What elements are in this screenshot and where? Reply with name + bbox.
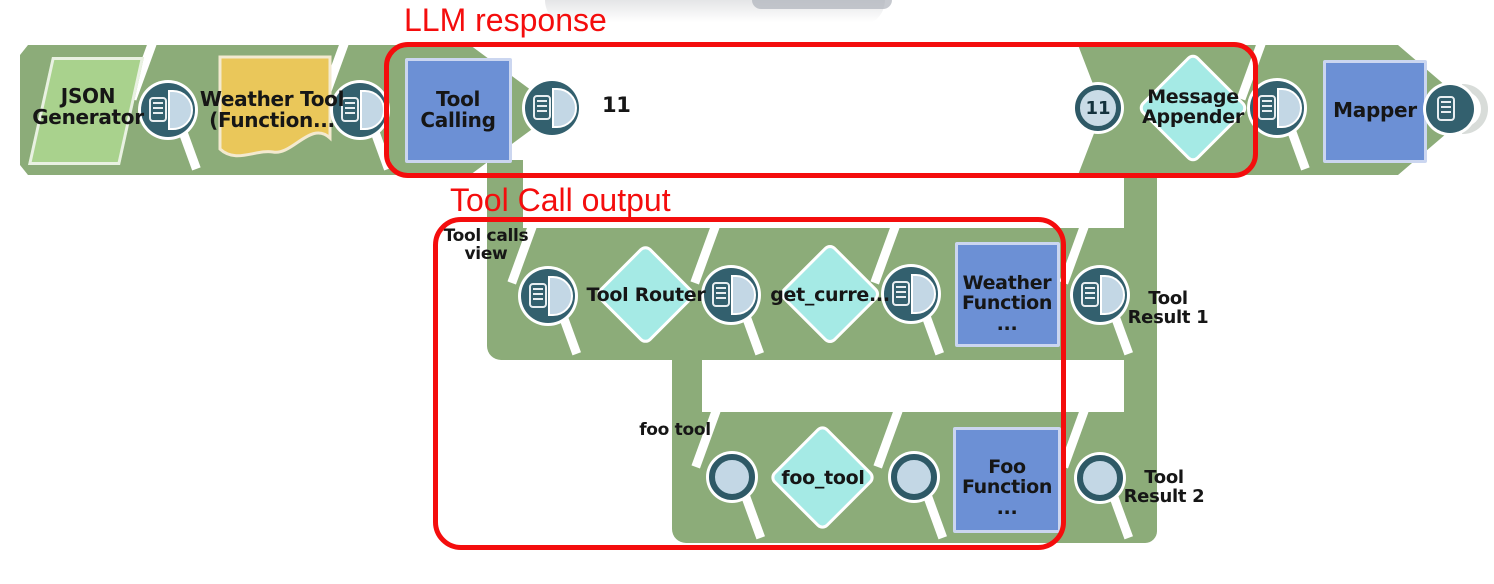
pipe-toolrouter-down xyxy=(672,350,702,420)
pipe-toolcalling-down xyxy=(487,160,523,235)
connector-weathertool-to-toolcalling[interactable] xyxy=(333,83,387,137)
message-appender-label: Message Appender xyxy=(1142,86,1244,129)
foo-tool-diamond-label: foo_tool xyxy=(781,467,865,489)
messageappender-input-count: 11 xyxy=(1085,97,1111,119)
mapper-label: Mapper xyxy=(1333,98,1417,122)
output-disc-icon xyxy=(360,90,385,130)
tool-call-output-annotation-label: Tool Call output xyxy=(450,182,671,218)
document-shape xyxy=(218,55,332,158)
node-weather-tool[interactable] xyxy=(214,52,336,172)
connector-toolcalling-output[interactable] xyxy=(525,81,579,135)
node-foo-function[interactable] xyxy=(953,427,1061,533)
connector-mapper-output[interactable] xyxy=(1426,85,1474,133)
document-icon xyxy=(1258,95,1276,120)
get-current-label: get_curre... xyxy=(770,284,890,306)
toolcalling-output-count: 11 xyxy=(602,93,631,117)
foo-tool-label: foo tool xyxy=(639,420,711,440)
output-disc-icon xyxy=(552,88,577,128)
connector-footool-to-foofunction[interactable] xyxy=(891,454,937,500)
tool-calling-label: Tool Calling xyxy=(420,87,496,133)
connector-json-to-weathertool[interactable] xyxy=(141,83,195,137)
output-disc-icon xyxy=(911,274,936,314)
node-weather-function[interactable] xyxy=(955,242,1060,347)
connector-messageappender-input[interactable]: 11 xyxy=(1075,85,1121,131)
node-mapper[interactable] xyxy=(1323,60,1427,163)
tool-result-2-label: Tool Result 2 xyxy=(1123,467,1205,508)
tool-router-label: Tool Router xyxy=(586,284,706,306)
tool-calls-view-label: Tool calls view xyxy=(443,226,529,265)
document-icon xyxy=(892,281,910,306)
output-disc-icon xyxy=(731,275,756,315)
document-icon xyxy=(1437,96,1455,121)
output-disc-icon xyxy=(548,276,573,316)
node-tool-calling[interactable] xyxy=(405,58,512,163)
screenshot-edge-pill xyxy=(752,0,892,9)
connector-tool-result-1[interactable] xyxy=(1073,268,1127,322)
document-icon xyxy=(712,282,730,307)
output-disc-icon xyxy=(168,90,193,130)
connector-tool-result-2[interactable] xyxy=(1077,455,1123,501)
llm-response-annotation-label: LLM response xyxy=(404,2,607,38)
connector-toolrouter-to-getcurrent[interactable] xyxy=(704,268,758,322)
document-icon xyxy=(149,97,167,122)
output-disc-icon xyxy=(1277,88,1302,128)
foo-function-label: Foo Function ... xyxy=(961,456,1053,519)
document-icon xyxy=(341,97,359,122)
document-icon xyxy=(529,283,547,308)
tool-result-1-label: Tool Result 1 xyxy=(1127,288,1209,329)
weather-function-label: Weather Function ... xyxy=(961,272,1053,335)
weather-tool-label: Weather Tool (Function... xyxy=(199,87,345,133)
connector-messageappender-to-mapper[interactable] xyxy=(1250,81,1304,135)
document-icon xyxy=(1081,282,1099,307)
connector-getcurrent-to-weatherfunction[interactable] xyxy=(884,267,938,321)
connector-toolrouter-input[interactable] xyxy=(521,269,575,323)
document-icon xyxy=(533,95,551,120)
connector-footool-input[interactable] xyxy=(709,454,755,500)
json-generator-label: JSON Generator xyxy=(32,84,144,130)
